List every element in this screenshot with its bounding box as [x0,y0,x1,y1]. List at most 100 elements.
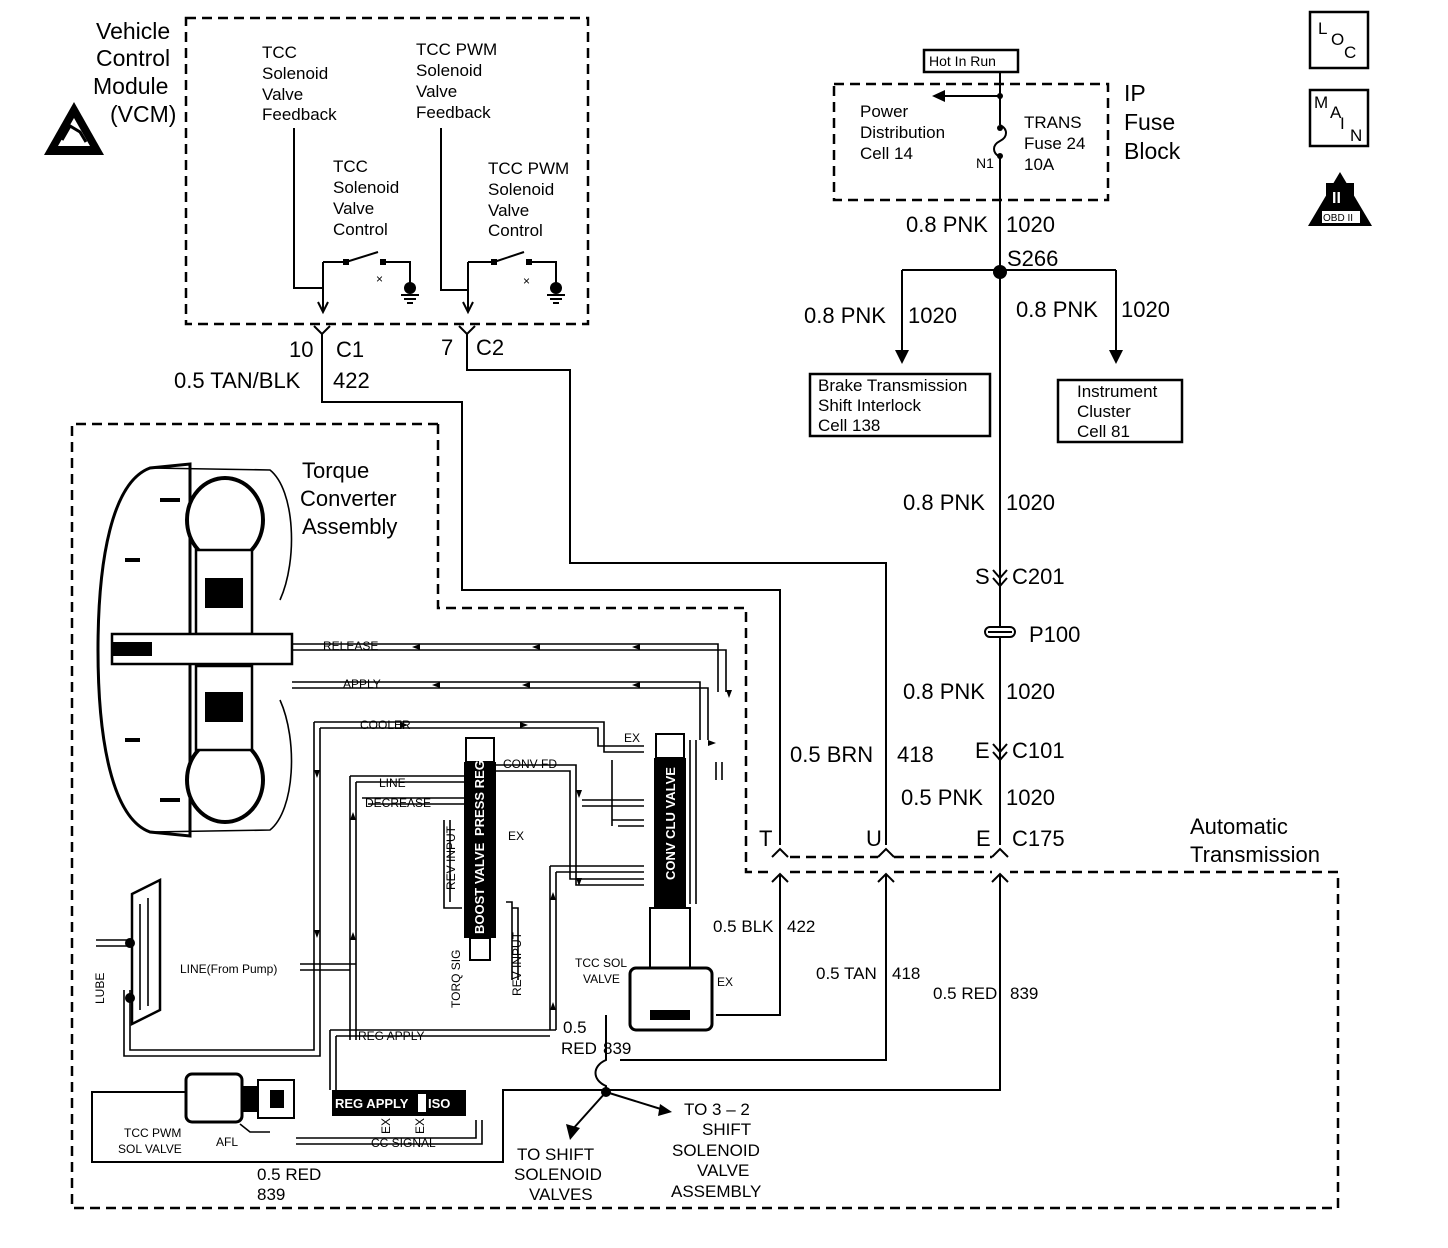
torque-title-3: Assembly [302,514,397,539]
hot-in-run-box [922,48,1020,74]
svg-text:C: C [1344,43,1356,62]
pnk-lower-circuit: 1020 [1006,679,1055,704]
tcc-pwm-feedback-4: Feedback [416,103,491,122]
to-32-1: TO 3 – 2 [684,1100,750,1119]
tcc-pwm-control-2: Solenoid [488,180,554,199]
c201-label: C201 [1012,564,1065,589]
red-size: 0.5 RED [933,984,997,1003]
ic-3: Cell 81 [1077,422,1130,441]
ground-icon [547,282,565,304]
p100-connector-symbol [984,626,1016,638]
svg-text:I: I [1340,114,1345,133]
torque-title-2: Converter [300,486,397,511]
apply-label: APPLY [343,677,381,691]
vcm-tcc-circuit: × [293,128,419,315]
c175-female-symbol [771,847,1009,858]
vcm-boundary [184,16,590,326]
lube-label: LUBE [93,973,107,1004]
svg-text:N: N [1350,126,1362,145]
to-shift-2: SOLENOID [514,1165,602,1184]
svg-text:PRESS REG: PRESS REG [472,760,487,836]
c2-label: C2 [476,335,504,360]
p100-label: P100 [1029,622,1080,647]
btsi-2: Shift Interlock [818,396,921,415]
pnk-ic-circuit: 1020 [1121,297,1170,322]
ip-fuse-block-3: Block [1124,138,1181,164]
pnk-05-circuit: 1020 [1006,785,1055,810]
tan-blk-size: 0.5 TAN/BLK [174,368,301,393]
blk-size: 0.5 BLK [713,917,774,936]
flow-arrows [314,644,732,1010]
reg-apply-iso-valve: REG APPLY ISO [332,1090,466,1116]
pnk-ic-size: 0.8 PNK [1016,297,1098,322]
blk-circuit: 422 [787,917,815,936]
tcc-pwm-feedback-1: TCC PWM [416,40,497,59]
to-shift-3: VALVES [529,1185,593,1204]
red-bottom-size: 0.5 RED [257,1165,321,1184]
c201-connector-symbol [992,569,1008,588]
ex-label-2: EX [508,829,524,843]
pnk-1020-top-circuit: 1020 [1006,212,1055,237]
tcc-feedback-3: Valve [262,85,303,104]
ex-label-1: EX [624,731,640,745]
c1-pin: 10 [289,337,313,362]
c175-pin-t: T [759,826,772,851]
brn-circuit: 418 [897,742,934,767]
reg-apply-label: REG APPLY [358,1029,424,1043]
svg-text:×: × [523,274,530,288]
ic-1: Instrument [1077,382,1158,401]
red-circuit: 839 [1010,984,1038,1003]
wire-422-blk [716,874,781,1016]
tcc-pwm-control-3: Valve [488,201,529,220]
pnk-btsi-circuit: 1020 [908,303,957,328]
wire-422-tan-blk [321,334,781,845]
instrument-cluster-box [1056,378,1184,444]
svg-text:O: O [1331,30,1344,49]
pdc-3: Cell 14 [860,144,913,163]
c1-label: C1 [336,337,364,362]
to-32-5: ASSEMBLY [671,1182,761,1201]
ic-2: Cluster [1077,402,1131,421]
pnk-05-size: 0.5 PNK [901,785,983,810]
to-32-4: VALVE [697,1161,749,1180]
btsi-box [808,372,992,438]
tan-size: 0.5 TAN [816,964,877,983]
conv-clu-valve: CONV CLU VALVE [654,733,686,908]
pnk-mid-circuit: 1020 [1006,490,1055,515]
to-shift-1: TO SHIFT [517,1145,594,1164]
c175-male-symbol [771,872,1009,883]
line-label: LINE [379,776,406,790]
cooler-label: COOLER [360,718,411,732]
tcc-control-4: Control [333,220,388,239]
svg-text:M: M [1314,93,1328,112]
svg-text:ISO: ISO [428,1096,450,1111]
tcc-control-2: Solenoid [333,178,399,197]
svg-text:REG APPLY: REG APPLY [335,1096,409,1111]
pnk-1020-top-size: 0.8 PNK [906,212,988,237]
to-32-3: SOLENOID [672,1141,760,1160]
torque-converter-boundary [70,422,1340,1210]
c1-connector-symbol [313,325,331,336]
ex-label-5: EX [413,1118,427,1134]
brn-size: 0.5 BRN [790,742,873,767]
tcc-pwm-feedback-2: Solenoid [416,61,482,80]
svg-text:OBD II: OBD II [1323,213,1353,224]
tcc-sol-1: TCC SOL [575,956,627,970]
trans-fuse-2: Fuse 24 [1024,134,1085,153]
fuse-symbol [993,124,1007,270]
btsi-1: Brake Transmission [818,376,967,395]
svg-text:CONV CLU VALVE: CONV CLU VALVE [663,767,678,880]
rev-input-1: REV INPUT [444,825,458,890]
vcm-title-3: Module [93,73,168,99]
ex-label-3: EX [717,975,733,989]
red-split-color: RED [561,1039,597,1058]
conv-fd-label: CONV FD [503,757,557,771]
trans-fuse-3: 10A [1024,155,1055,174]
svg-text:×: × [376,272,383,286]
tcc-pwm-sol-valve [184,1072,295,1124]
red-bottom-circuit: 839 [257,1185,285,1204]
torque-converter-drawing [96,462,294,838]
pnk-mid-size: 0.8 PNK [903,490,985,515]
c175-label: C175 [1012,826,1065,851]
